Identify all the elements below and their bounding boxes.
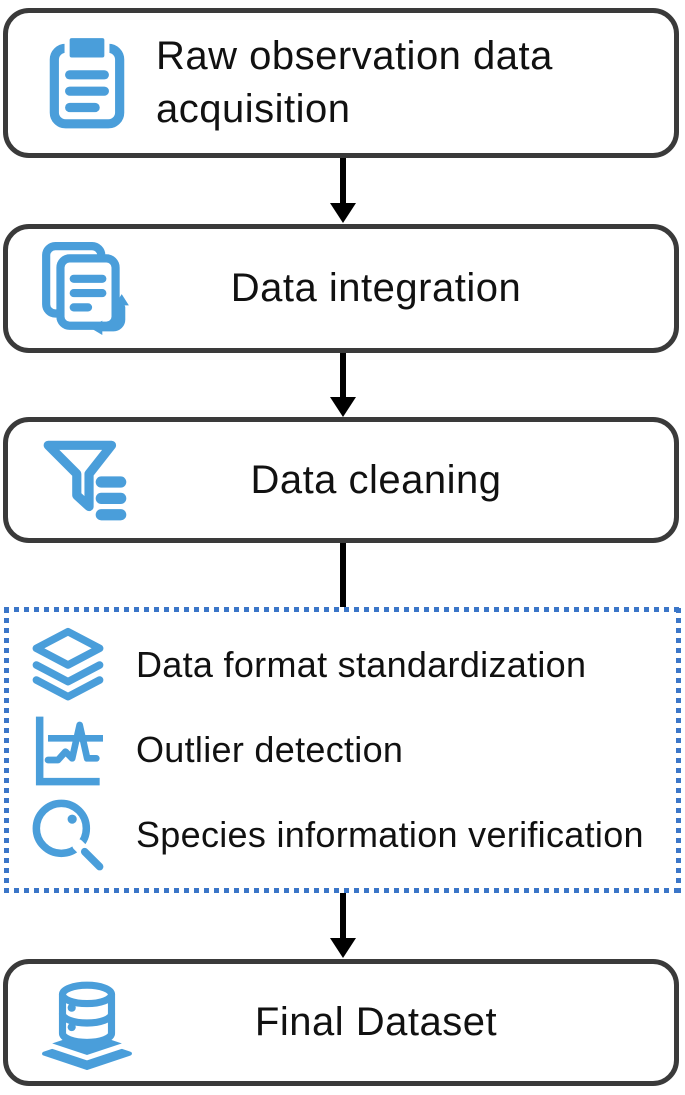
- database-icon: [38, 974, 136, 1072]
- step-data-integration: Data integration: [3, 224, 679, 353]
- connector-line-3: [340, 543, 346, 609]
- step-raw-data-acquisition: Raw observation data acquisition: [3, 8, 679, 158]
- clipboard-icon: [38, 34, 136, 132]
- documents-sync-icon: [38, 240, 136, 338]
- step-final-dataset: Final Dataset: [3, 959, 679, 1086]
- substep-label: Data format standardization: [136, 644, 587, 686]
- arrow-head-1: [330, 203, 356, 223]
- step-label-text: Data integration: [230, 266, 522, 310]
- substep-outlier-detection: Outlier detection: [28, 710, 657, 790]
- arrow-head-2: [330, 397, 356, 417]
- substep-label: Outlier detection: [136, 728, 404, 770]
- funnel-icon: [38, 431, 136, 529]
- step-label-text: Final Dataset: [254, 1000, 498, 1044]
- step-label: Raw observation data acquisition: [8, 13, 674, 153]
- substep-data-format-standardization: Data format standardization: [28, 625, 657, 705]
- step-data-cleaning: Data cleaning: [3, 417, 679, 543]
- arrow-line-4: [340, 893, 346, 939]
- step-label: Data cleaning: [8, 422, 674, 538]
- step-label: Data integration: [8, 229, 674, 348]
- arrow-line-2: [340, 353, 346, 398]
- arrow-head-4: [330, 938, 356, 958]
- layers-icon: [28, 625, 108, 705]
- outlier-chart-icon: [28, 710, 108, 790]
- magnifier-icon: [28, 795, 108, 875]
- arrow-line-1: [340, 158, 346, 204]
- step-label-text: Data cleaning: [250, 457, 502, 502]
- step-label-text: Raw observation data acquisition: [156, 34, 553, 131]
- substep-species-verification: Species information verification: [28, 795, 657, 875]
- step-label: Final Dataset: [8, 964, 674, 1081]
- cleaning-substeps-box: Data format standardization Outlier dete…: [4, 607, 681, 893]
- substep-label: Species information verification: [136, 813, 644, 855]
